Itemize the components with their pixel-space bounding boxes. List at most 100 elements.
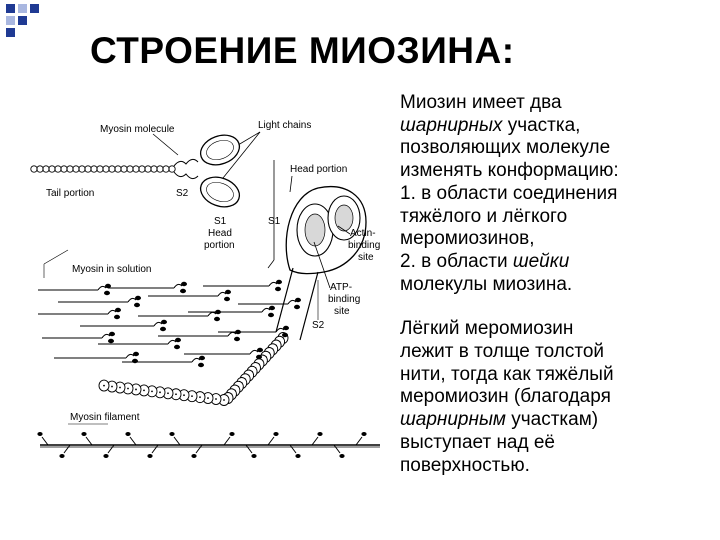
label-tail-portion: Tail portion	[46, 188, 94, 199]
myosin-neck	[173, 283, 183, 289]
filament-head	[273, 432, 279, 436]
myosin-neck	[125, 353, 135, 359]
coil-dot	[111, 385, 113, 388]
myosin-neck	[268, 281, 278, 287]
coil-dot	[159, 391, 161, 394]
coil-loop	[54, 165, 62, 173]
filament-head	[37, 432, 43, 436]
filament-head	[339, 454, 345, 458]
label-s2-large: S2	[312, 320, 325, 331]
coil-loop	[30, 165, 38, 173]
myosin-diagram: Myosin molecule Light chains Tail portio…	[30, 120, 380, 458]
myosin-neck	[153, 321, 163, 327]
coil-loop	[60, 165, 68, 173]
myosin-head	[180, 288, 186, 294]
corner-square	[30, 4, 39, 13]
myosin-solution-molecules	[38, 279, 301, 368]
label-s2-small: S2	[176, 188, 189, 199]
large-head-lobe-shade	[334, 204, 354, 232]
myosin-tail-coil	[30, 165, 176, 173]
filament-head	[59, 454, 65, 458]
label-actin: Actin-	[350, 228, 376, 239]
filament-neck	[63, 444, 71, 454]
label-myosin-molecule: Myosin molecule	[100, 124, 175, 135]
text-line: выступает над её	[400, 431, 555, 453]
myosin-neck	[167, 339, 177, 345]
leader-line	[337, 225, 351, 235]
myosin-neck	[107, 309, 117, 315]
coil-dot	[151, 390, 153, 393]
filament-neck	[223, 436, 231, 446]
coil-dot	[127, 387, 129, 390]
leader-line	[152, 133, 179, 156]
coil-loop	[150, 165, 158, 173]
label-s1-large: S1	[268, 216, 281, 227]
filament-neck	[129, 436, 137, 446]
myosin-head	[283, 325, 289, 331]
filament-head	[103, 454, 109, 458]
label-light-chains: Light chains	[258, 120, 311, 131]
myosin-head	[225, 289, 231, 295]
filament-neck	[311, 436, 319, 446]
filament-neck	[267, 436, 275, 446]
filament-head	[251, 454, 257, 458]
myosin-neck	[261, 307, 271, 313]
text-italic: шарнирным	[400, 409, 506, 431]
coil-dot	[183, 394, 185, 397]
leader-line	[222, 131, 261, 179]
coil-loop	[90, 165, 98, 173]
myosin-head	[104, 290, 110, 296]
text-line: участкам)	[505, 409, 599, 431]
coil-loop	[126, 165, 134, 173]
myosin-head	[256, 354, 262, 360]
myosin-head	[174, 344, 180, 350]
myosin-head	[114, 314, 120, 320]
text-line: нити, тогда как тяжёлый	[400, 363, 614, 385]
myosin-head	[295, 297, 301, 303]
corner-square	[18, 4, 27, 13]
corner-decoration	[0, 0, 60, 40]
coil-dot	[143, 389, 145, 392]
divider-line	[43, 249, 69, 265]
text-italic: шейки	[512, 250, 570, 272]
filament-head	[229, 432, 235, 436]
coil-dot	[175, 393, 177, 396]
coil-loop	[114, 165, 122, 173]
coil-dot	[135, 388, 137, 391]
filament-neck	[85, 436, 93, 446]
filament-head	[81, 432, 87, 436]
label-head: Head	[208, 228, 232, 239]
label-myosin-in-solution: Myosin in solution	[72, 264, 151, 275]
myosin-head	[199, 355, 205, 361]
label-portion: portion	[204, 240, 235, 251]
label-myosin-filament: Myosin filament	[70, 412, 140, 423]
coil-loop	[108, 165, 116, 173]
filament-neck	[151, 444, 159, 454]
coil-loop	[66, 165, 74, 173]
filament-neck	[355, 436, 363, 446]
text-line: молекулы миозина.	[400, 273, 573, 295]
filament-neck	[289, 444, 297, 454]
myosin-head	[257, 347, 263, 353]
coil-dot	[223, 399, 225, 401]
corner-square	[6, 4, 15, 13]
leader-line	[313, 241, 331, 289]
description-text: Миозин имеет два шарнирных участка, позв…	[400, 92, 676, 477]
large-head-lobe-shade	[304, 213, 326, 247]
filament-head	[317, 432, 323, 436]
large-tail-coil	[98, 332, 289, 406]
myosin-head	[268, 312, 274, 318]
text-line: Миозин имеет два	[400, 92, 562, 113]
text-line: Лёгкий меромиозин	[400, 318, 574, 340]
filament-head	[147, 454, 153, 458]
filament-head	[169, 432, 175, 436]
text-line: 1. в области соединения	[400, 182, 618, 204]
text-line: меромиозинов,	[400, 228, 535, 250]
myosin-head-inner	[206, 139, 234, 161]
text-italic: шарнирных	[400, 114, 503, 136]
coil-loop	[120, 165, 128, 173]
myosin-head	[276, 279, 282, 285]
myosin-neck	[191, 357, 201, 363]
bracket-line	[267, 259, 275, 269]
myosin-head	[115, 307, 121, 313]
